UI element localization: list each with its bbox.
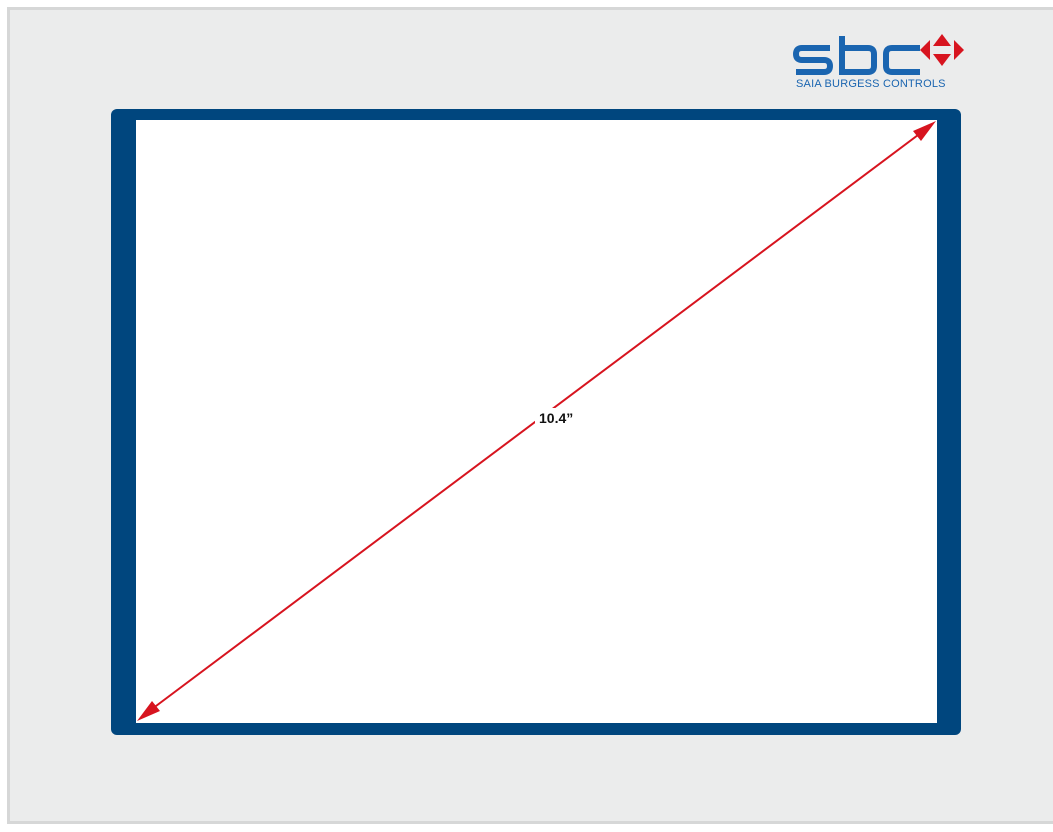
diagonal-size-label: 10.4” — [535, 408, 578, 428]
sbc-wordmark — [792, 36, 920, 75]
red-cross-arrows-icon — [920, 34, 964, 66]
sbc-logo — [792, 34, 964, 75]
logo-subtitle: SAIA BURGESS CONTROLS — [796, 78, 946, 90]
